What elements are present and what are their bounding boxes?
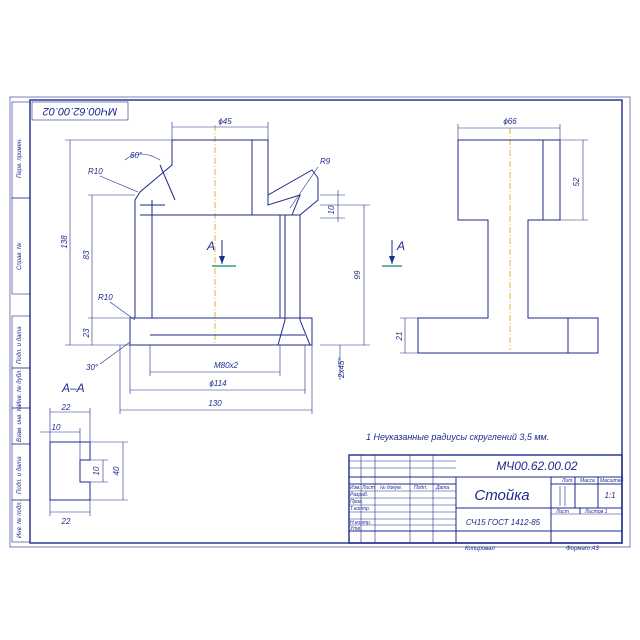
title-code: МЧ00.62.00.02 xyxy=(496,459,578,473)
col-mass: Масса xyxy=(580,478,595,484)
dim-angle-30: 30° xyxy=(86,363,99,372)
section-dim-22-bottom: 22 xyxy=(61,517,71,526)
stamp-code: МЧ00.62.00.02 xyxy=(43,105,117,117)
section-dim-10-mid: 10 xyxy=(92,466,101,475)
side-label: Инв. № подл. xyxy=(16,501,23,538)
dim-angle-60: 60° xyxy=(130,151,143,160)
row-izm: Изм. xyxy=(350,485,361,491)
side-label: Подп. и дата xyxy=(17,456,23,494)
dim-d45: ϕ45 xyxy=(218,117,232,126)
scale-value: 1:1 xyxy=(604,491,615,500)
sheets-label: Листов 1 xyxy=(584,509,608,515)
dim-d83: 83 xyxy=(82,250,91,259)
general-note: 1 Неуказанные радиусы скруглений 3,5 мм. xyxy=(366,432,549,442)
dim-r10-top: R10 xyxy=(88,167,103,176)
section-mark-left: A xyxy=(206,239,215,253)
section-dim-10-top: 10 xyxy=(52,423,61,432)
side-strip: Перв. примен. Справ. № Подп. и дата Инв.… xyxy=(11,101,31,543)
role-approved: Утв. xyxy=(350,526,361,532)
dim-d21: 21 xyxy=(395,332,404,342)
dim-d99: 99 xyxy=(353,270,362,279)
side-label: Взам. инв. № xyxy=(16,404,23,442)
role-developer: Разраб. xyxy=(350,492,368,498)
dim-d130: 130 xyxy=(208,399,222,408)
dim-chamfer: 2x45° xyxy=(337,357,346,379)
section-dim-22-top: 22 xyxy=(61,403,71,412)
dim-d66: ϕ66 xyxy=(503,117,517,126)
side-label: Справ. № xyxy=(16,242,23,270)
dim-r9: R9 xyxy=(320,157,331,166)
dim-d10: 10 xyxy=(327,205,336,214)
section-view: А–А 22 10 10 40 22 xyxy=(40,381,128,526)
sheet-label: Лист xyxy=(555,509,569,515)
dim-d114: ϕ114 xyxy=(209,379,227,388)
role-ncontrol: Н.контр. xyxy=(350,520,371,526)
dim-r10-bottom: R10 xyxy=(98,293,113,302)
col-lit: Лит. xyxy=(561,478,574,484)
side-label: Подп. и дата xyxy=(17,326,23,364)
role-tcontrol: Т.контр. xyxy=(350,506,370,512)
stamp-box xyxy=(31,101,129,121)
role-checker: Пров. xyxy=(350,499,363,505)
dim-d138: 138 xyxy=(60,235,69,249)
copied-label: Копировал xyxy=(465,546,495,552)
side-label: Инв. № дубл. xyxy=(16,369,23,406)
section-title: А–А xyxy=(61,381,85,395)
dim-m80: M80x2 xyxy=(214,361,239,370)
row-doc: № докум. xyxy=(380,485,402,491)
front-view: ϕ45 60° R10 R9 10 138 83 23 R10 30° 99 2… xyxy=(60,117,370,414)
side-view: ϕ66 52 21 A xyxy=(382,117,599,354)
row-list: Лист xyxy=(361,485,375,491)
dim-d52: 52 xyxy=(572,177,581,186)
row-sign: Подп. xyxy=(414,485,427,491)
section-dim-40: 40 xyxy=(112,466,121,475)
dim-d23: 23 xyxy=(82,328,91,338)
side-label: Перв. примен. xyxy=(17,138,23,178)
outer-frame xyxy=(9,96,631,548)
title-block: МЧ00.62.00.02 Изм. Лист № докум. Подп. Д… xyxy=(348,454,624,552)
row-date: Дата xyxy=(435,485,449,491)
part-name: Стойка xyxy=(474,487,529,504)
col-scale: Масштаб xyxy=(600,478,624,484)
material: СЧ15 ГОСТ 1412-85 xyxy=(466,518,541,527)
format-label: Формат А3 xyxy=(566,546,599,552)
section-mark-right: A xyxy=(396,239,405,253)
